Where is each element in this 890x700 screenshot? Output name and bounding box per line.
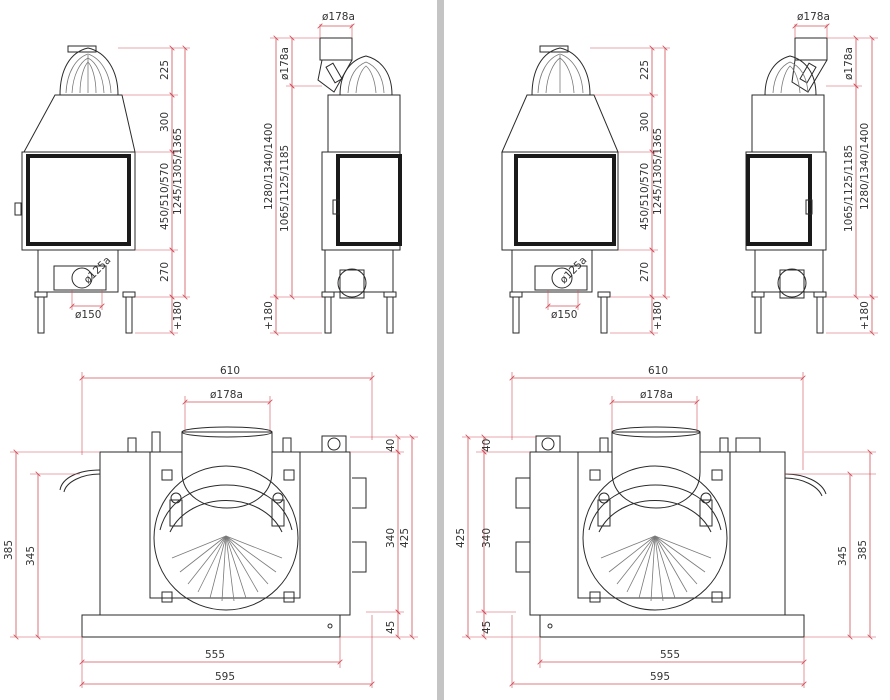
dim-180-right-side: +180 <box>859 301 871 330</box>
dim-345-left: 345 <box>25 546 37 566</box>
dim-d178-right-side: ø178a <box>797 11 830 23</box>
dim-340-left: 340 <box>385 528 397 548</box>
dim-1065-right: 1065/1125/1185 <box>843 145 855 232</box>
dim-225-right: 225 <box>639 60 651 80</box>
dim-d178-left-vert: ø178a <box>279 47 291 80</box>
dim-1065-left: 1065/1125/1185 <box>279 145 291 232</box>
dim-1280-right: 1280/1340/1400 <box>859 123 871 210</box>
right-front-view: ø150 ø125a 225 300 450/510/570 270 1245/… <box>501 45 670 333</box>
dim-450-left: 450/510/570 <box>159 163 171 230</box>
dim-555-right: 555 <box>660 649 680 661</box>
left-top-view: 610 ø178a <box>3 365 418 688</box>
dim-40-left: 40 <box>385 439 397 452</box>
dim-595-right: 595 <box>650 671 670 683</box>
dim-d125-right: ø125a <box>558 254 590 286</box>
left-front-view: ø150 ø125a 225 300 450/510/570 270 1245/… <box>14 45 190 333</box>
panel-divider <box>437 0 444 700</box>
dim-d178-right-vert: ø178a <box>843 47 855 80</box>
dim-d150-right: ø150 <box>551 309 577 321</box>
dim-425-left: 425 <box>399 528 411 548</box>
dim-d178-right-top: ø178a <box>640 389 673 401</box>
dim-610-left: 610 <box>220 365 240 377</box>
dim-385-right: 385 <box>857 540 869 560</box>
dim-610-right: 610 <box>648 365 668 377</box>
dim-270-right: 270 <box>639 262 651 282</box>
dim-180-left-side: +180 <box>263 301 275 330</box>
right-side-view: ø178a 1280/1340/1400 1065/1125/1185 ø178… <box>745 11 878 333</box>
dim-1280-left: 1280/1340/1400 <box>263 123 275 210</box>
dim-d178-left-top: ø178a <box>210 389 243 401</box>
dim-1245-right: 1245/1305/1365 <box>652 128 664 215</box>
dim-45-right: 45 <box>481 621 493 634</box>
dim-225-left: 225 <box>159 60 171 80</box>
dim-d178-left-side: ø178a <box>322 11 355 23</box>
dim-450-right: 450/510/570 <box>639 163 651 230</box>
dim-345-right: 345 <box>837 546 849 566</box>
dim-300-left: 300 <box>159 112 171 132</box>
dim-1245-left: 1245/1305/1365 <box>172 128 184 215</box>
dim-340-right: 340 <box>481 528 493 548</box>
dim-385-left: 385 <box>3 540 15 560</box>
left-side-view: ø178a 1280/1340/1400 1065/1125/1185 ø1 <box>263 11 402 333</box>
dim-180-left: +180 <box>172 301 184 330</box>
right-top-view: 610 ø178a <box>455 365 876 688</box>
dim-40-right: 40 <box>481 439 493 452</box>
dim-555-left: 555 <box>205 649 225 661</box>
dim-595-left: 595 <box>215 671 235 683</box>
dim-270-left: 270 <box>159 262 171 282</box>
dim-45-left: 45 <box>385 621 397 634</box>
dim-180-right: +180 <box>652 301 664 330</box>
dim-425-right: 425 <box>455 528 467 548</box>
dim-d150-left: ø150 <box>75 309 101 321</box>
dim-d125-left: ø125a <box>82 254 114 286</box>
dim-300-right: 300 <box>639 112 651 132</box>
